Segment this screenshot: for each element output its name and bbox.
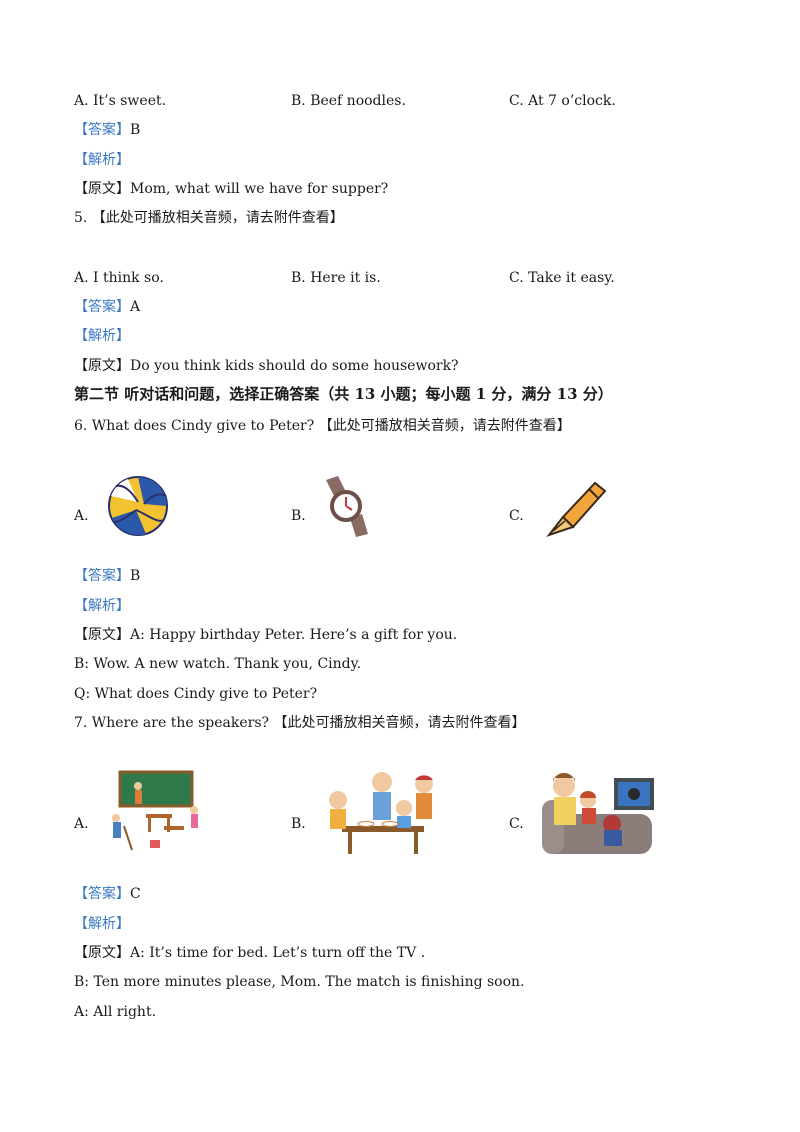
q7-transcript: 【原文】A: It’s time for bed. Let’s turn off…	[74, 944, 425, 962]
q4-analysis: 【解析】	[74, 151, 130, 169]
q5-analysis: 【解析】	[74, 327, 130, 345]
q5-transcript: 【原文】Do you think kids should do some hou…	[74, 357, 459, 375]
q5-option-b: B. Here it is.	[291, 270, 381, 286]
transcript-text: Do you think kids should do some housewo…	[130, 358, 459, 374]
q4-option-c: C. At 7 o’clock.	[509, 93, 616, 109]
q4-option-b: B. Beef noodles.	[291, 93, 406, 109]
transcript-tag: 【原文】	[74, 358, 130, 374]
q7-transcript-line-3: A: All right.	[74, 1004, 157, 1020]
q6-transcript-line-2: B: Wow. A new watch. Thank you, Cindy.	[74, 656, 362, 672]
section-heading: 第二节 听对话和问题，选择正确答案（共 13 小题；每小题 1 分，满分 13 …	[74, 385, 613, 403]
fountain-pen-icon	[546, 481, 607, 537]
q4-answer: 【答案】B	[74, 121, 140, 139]
answer-tag: 【答案】	[74, 568, 130, 584]
answer-value: B	[130, 568, 141, 584]
q7-answer: 【答案】C	[74, 885, 141, 903]
dining-room-icon	[329, 772, 433, 854]
watch-icon	[326, 476, 368, 537]
answer-tag: 【答案】	[74, 299, 130, 315]
q7-analysis: 【解析】	[74, 915, 130, 933]
q7-question: 7. Where are the speakers? 【此处可播放相关音频，请去…	[74, 715, 526, 731]
volleyball-icon	[108, 476, 168, 536]
transcript-tag: 【原文】	[74, 627, 130, 643]
q5-answer: 【答案】A	[74, 298, 140, 316]
answer-value: B	[130, 122, 141, 138]
q4-option-a: A. It’s sweet.	[74, 93, 167, 109]
q7-option-c-letter: C.	[509, 816, 524, 832]
answer-tag: 【答案】	[74, 886, 130, 902]
q7-option-a-letter: A.	[74, 816, 89, 832]
q6-answer: 【答案】B	[74, 567, 140, 585]
transcript-tag: 【原文】	[74, 945, 130, 961]
answer-value: A	[130, 299, 141, 315]
q6-transcript: 【原文】A: Happy birthday Peter. Here’s a gi…	[74, 626, 457, 644]
q6-option-c-letter: C.	[509, 508, 524, 524]
q6-option-a-letter: A.	[74, 508, 89, 524]
analysis-tag: 【解析】	[74, 916, 130, 932]
classroom-icon	[112, 770, 198, 851]
analysis-tag: 【解析】	[74, 598, 130, 614]
q7-option-b-letter: B.	[291, 816, 306, 832]
q6-option-b-letter: B.	[291, 508, 306, 524]
transcript-line: A: It’s time for bed. Let’s turn off the…	[130, 945, 426, 961]
analysis-tag: 【解析】	[74, 152, 130, 168]
q5-option-c: C. Take it easy.	[509, 270, 615, 286]
q6-analysis: 【解析】	[74, 597, 130, 615]
answer-value: C	[130, 886, 141, 902]
q7-transcript-line-2: B: Ten more minutes please, Mom. The mat…	[74, 974, 525, 990]
q6-transcript-line-3: Q: What does Cindy give to Peter?	[74, 686, 318, 702]
transcript-tag: 【原文】	[74, 181, 130, 197]
q5-question: 5. 【此处可播放相关音频，请去附件查看】	[74, 210, 344, 226]
transcript-line: A: Happy birthday Peter. Here’s a gift f…	[130, 627, 458, 643]
transcript-text: Mom, what will we have for supper?	[130, 181, 389, 197]
answer-tag: 【答案】	[74, 122, 130, 138]
q6-question: 6. What does Cindy give to Peter? 【此处可播放…	[74, 418, 571, 434]
living-room-tv-icon	[542, 772, 654, 854]
analysis-tag: 【解析】	[74, 328, 130, 344]
q4-transcript: 【原文】Mom, what will we have for supper?	[74, 180, 388, 198]
q5-option-a: A. I think so.	[74, 270, 164, 286]
